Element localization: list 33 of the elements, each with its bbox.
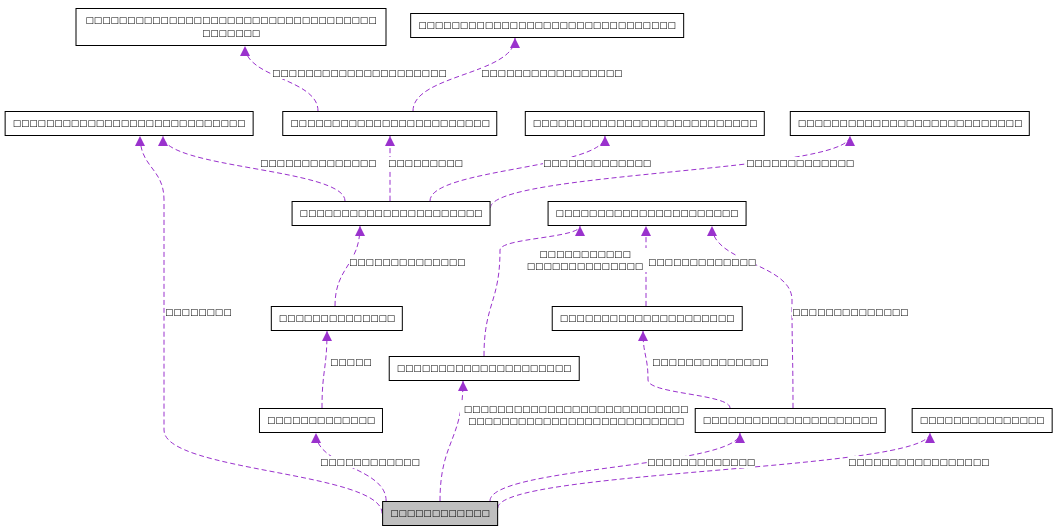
dashed-arrow — [641, 225, 651, 307]
edge-label: □□□□□□□□□□□□□□□□□ — [481, 67, 623, 79]
dashed-arrow — [439, 380, 468, 502]
edge-label: □□□□□□□□□□□□□□ — [652, 356, 769, 368]
class-box: □□□□□□□□□□□□□□□□□□□□□ — [694, 408, 886, 433]
edge-label: □□□□□□□□□□□□□ — [648, 256, 757, 268]
dashed-arrow — [312, 432, 387, 502]
class-box: □□□□□□□□□□□□□□□□□□□□□□ — [291, 201, 491, 226]
class-box: □□□□□□□□□□□□□□□□□□□□□ — [388, 356, 580, 381]
highlighted-class-box: □□□□□□□□□□□□ — [382, 501, 498, 526]
edge-label: □□□□□□□□□□□□□□ — [792, 306, 909, 318]
class-box: □□□□□□□□□□□□□□□□□□□□□□□□□□□ — [524, 111, 766, 136]
class-box: □□□□□□□□□□□□□□ — [270, 306, 404, 331]
edge-label: □□□□□ — [330, 356, 372, 368]
class-box: □□□□□□□□□□□□□□□□□□□□□□□□ — [282, 111, 498, 136]
class-box: □□□□□□□□□□□□□ — [258, 408, 384, 433]
dashed-arrow — [334, 225, 365, 307]
class-box: □□□□□□□□□□□□□□□□□□□□□□□□□□□□ — [4, 111, 254, 136]
dashed-arrow — [638, 330, 731, 409]
dashed-arrow — [241, 45, 319, 112]
class-box: □□□□□□□□□□□□□□□ — [911, 408, 1053, 433]
class-box: □□□□□□□□□□□□□□□□□□□□□□□□□□□ — [789, 111, 1031, 136]
edge-label: □□□□□□□□ — [165, 306, 232, 318]
edge-label: □□□□□□□□□□□□□□□□□□□□□ — [272, 67, 447, 79]
dashed-arrow — [708, 225, 794, 409]
edge-label: □□□□□□□□□□□□ — [320, 456, 420, 468]
class-box: □□□□□□□□□□□□□□□□□□□□□□□□□□□□□□□ — [410, 13, 684, 38]
class-box: □□□□□□□□□□□□□□□□□□□□□ — [551, 306, 743, 331]
class-box: □□□□□□□□□□□□□□□□□□□□□□□□□□□□□□□□□□□ □□□□□□□ — [75, 8, 387, 46]
dashed-arrow — [321, 330, 332, 409]
dashed-arrow — [385, 135, 395, 202]
dashed-arrow — [412, 37, 518, 112]
edge-label: □□□□□□□□□□□□□□ — [349, 256, 466, 268]
